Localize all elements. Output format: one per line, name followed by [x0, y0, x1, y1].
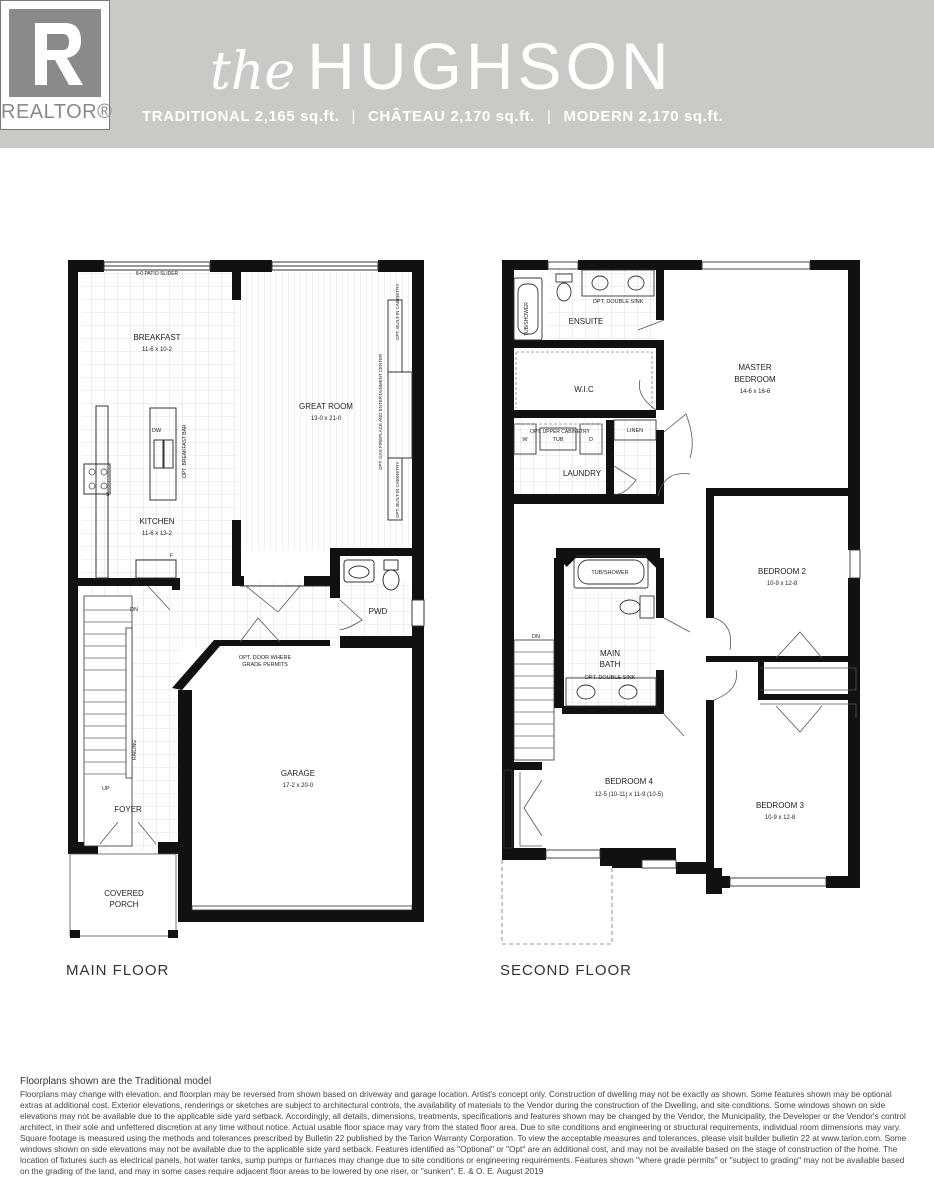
great-room-dim: 13-0 x 21-0: [311, 416, 342, 422]
master-dim: 14-6 x 16-6: [740, 389, 771, 395]
wic-label: W.I.C: [574, 385, 594, 394]
fridge-label: F: [170, 553, 173, 559]
realtor-r-icon: [9, 9, 101, 97]
bedroom4-label: BEDROOM 4: [605, 777, 654, 786]
main-floor-label: MAIN FLOOR: [66, 962, 170, 979]
master-label-2: BEDROOM: [734, 375, 776, 384]
opt-door-label-1: OPT. DOOR WHERE: [239, 655, 292, 661]
up-label: UP: [102, 786, 110, 792]
tub-label: TUB: [553, 437, 564, 443]
dryer-label: D: [589, 437, 593, 443]
elevation-chateau: CHÂTEAU 2,170 sq.ft.: [368, 108, 536, 125]
realtor-logo-text: REALTOR®: [1, 101, 113, 123]
title-prefix: the: [210, 42, 296, 102]
washer-label: W: [522, 437, 528, 443]
disclaimer-headline: Floorplans shown are the Traditional mod…: [20, 1076, 212, 1087]
breakfast-label: BREAKFAST: [133, 333, 180, 342]
elevation-traditional: TRADITIONAL 2,165 sq.ft.: [142, 108, 340, 125]
linen-label: LINEN: [627, 428, 643, 434]
main-bath-label-2: BATH: [600, 660, 621, 669]
foyer-label: FOYER: [114, 805, 142, 814]
fireplace-label: OPT. GAS FIREPLACE AND ENTERTAINMENT CEN…: [378, 353, 383, 470]
dw-label: DW: [152, 428, 162, 434]
builtin-top-label: OPT. BUILT-IN CABINETRY: [395, 284, 400, 340]
main-dn-label: DN: [130, 607, 138, 613]
title-main: HUGHSON: [307, 29, 673, 103]
separator: |: [547, 108, 552, 125]
tub-shower-2-label: TUB/SHOWER: [591, 570, 628, 576]
laundry-label: LAUNDRY: [563, 469, 602, 478]
garage-label: GARAGE: [281, 769, 315, 778]
main-floor-plan: 8-0 PATIO SLIDER BREAKFAST 11-6 x 10-2 G…: [68, 260, 425, 938]
pwd-label: PWD: [369, 607, 388, 616]
second-floor-plan: ENSUITE OPT. DOUBLE SINK MASTER BEDROOM …: [501, 260, 861, 945]
double-sink-1-label: OPT. DOUBLE SINK: [593, 299, 644, 305]
disclaimer-body: Floorplans may change with elevation, an…: [20, 1089, 907, 1176]
ensuite-label: ENSUITE: [569, 317, 604, 326]
porch-label-2: PORCH: [110, 900, 139, 909]
elevation-modern: MODERN 2,170 sq.ft.: [563, 108, 724, 125]
patio-slider-label: 8-0 PATIO SLIDER: [136, 271, 179, 277]
upper-cab-label: OPT. UPPER CABINETRY: [530, 429, 590, 435]
garage-dim: 17-2 x 20-0: [283, 783, 314, 789]
porch-label-1: COVERED: [104, 889, 144, 898]
builtin-bottom-label: OPT. BUILT-IN CABINETRY: [395, 462, 400, 518]
double-sink-2-label: OPT. DOUBLE SINK: [585, 675, 636, 681]
railing-label: RAILING: [132, 740, 138, 760]
second-dn-label: DN: [532, 634, 540, 640]
kitchen-label: KITCHEN: [139, 517, 174, 526]
disclaimer: Floorplans shown are the Traditional mod…: [20, 1076, 914, 1177]
breakfast-dim: 11-6 x 10-2: [142, 347, 173, 353]
realtor-logo: REALTOR®: [0, 0, 113, 130]
tub-shower-1-label: TUB/SHOWER: [524, 302, 530, 336]
bedroom4-dim: 12-5 (10-11) x 11-9 (10-5): [595, 792, 663, 798]
great-room-label: GREAT ROOM: [299, 402, 353, 411]
master-label: MASTER: [738, 363, 772, 372]
floor-plans: 8-0 PATIO SLIDER BREAKFAST 11-6 x 10-2 G…: [68, 260, 861, 945]
separator: |: [351, 108, 356, 125]
bedroom3-dim: 10-9 x 12-8: [765, 815, 796, 821]
main-bath-label-1: MAIN: [600, 649, 620, 658]
bedroom2-label: BEDROOM 2: [758, 567, 807, 576]
bedroom3-label: BEDROOM 3: [756, 801, 805, 810]
bedroom2-dim: 10-9 x 12-8: [767, 581, 798, 587]
breakfast-bar-label: OPT. BREAKFAST BAR: [182, 424, 188, 478]
opt-door-label-2: GRADE PERMITS: [242, 662, 288, 668]
elevation-sizes: TRADITIONAL 2,165 sq.ft. | CHÂTEAU 2,170 s…: [142, 108, 723, 125]
sink-label: S: [106, 492, 110, 498]
second-floor-label: SECOND FLOOR: [500, 962, 633, 979]
kitchen-dim: 11-6 x 13-2: [142, 531, 173, 537]
